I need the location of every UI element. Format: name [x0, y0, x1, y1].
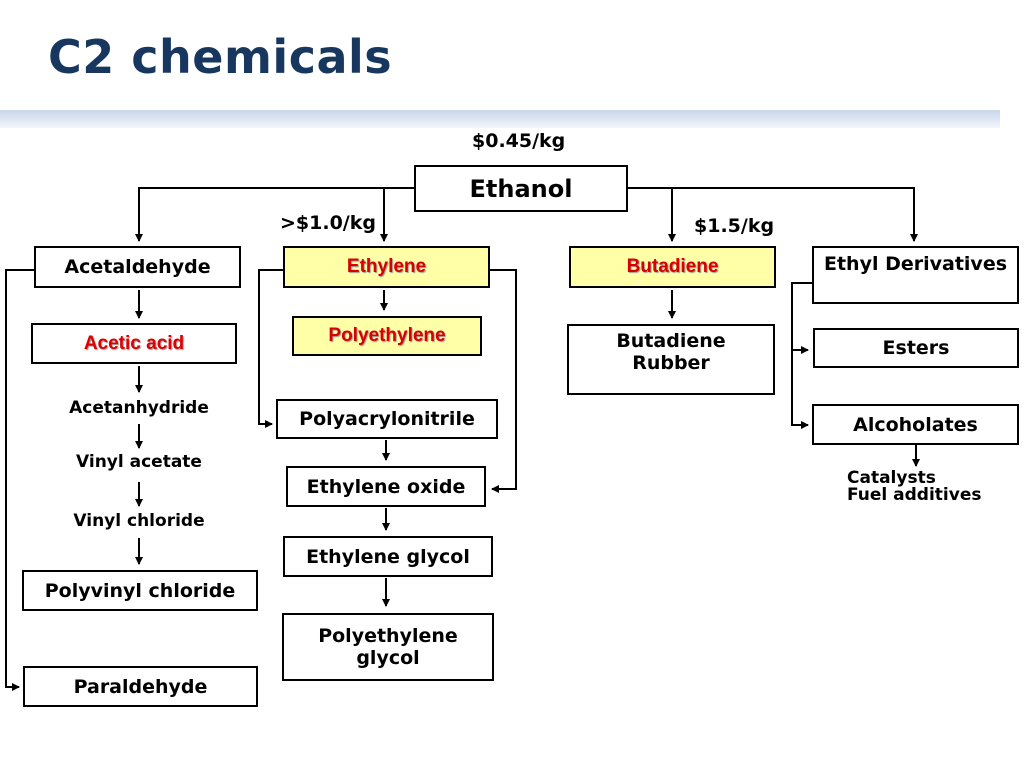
- node-alcoholates: Alcoholates: [812, 404, 1019, 445]
- connector-ethyl-derivatives-alcoholates: [791, 350, 809, 429]
- price-ethanol: $0.45/kg: [472, 130, 566, 152]
- connector-acetaldehyde-paraldehyde: [5, 269, 34, 691]
- node-ethyl-derivatives: Ethyl Derivatives: [812, 246, 1019, 304]
- node-acetic-acid: Acetic acid: [31, 323, 237, 364]
- connector-ethylene-ethylene-oxide: [490, 269, 517, 493]
- node-ethylene-oxide: Ethylene oxide: [286, 466, 486, 507]
- node-fuel-additives: Fuel additives: [847, 485, 982, 505]
- node-ethylene: Ethylene: [283, 246, 490, 288]
- node-polyvinyl-chloride: Polyvinyl chloride: [22, 570, 258, 611]
- connector-ethyl-derivatives-esters: [791, 282, 812, 354]
- node-vinyl-chloride: Vinyl chloride: [73, 511, 205, 531]
- connector-ethanol-acetaldehyde: [135, 187, 414, 242]
- slide-title: C2 chemicals: [48, 30, 393, 84]
- node-polyacrylonitrile: Polyacrylonitrile: [276, 399, 498, 439]
- node-polyethylene: Polyethylene: [292, 316, 482, 356]
- title-underline-band: [0, 110, 1000, 128]
- node-acetaldehyde: Acetaldehyde: [34, 246, 241, 288]
- node-catalysts: Catalysts: [847, 468, 936, 488]
- node-acetanhydride: Acetanhydride: [69, 398, 209, 418]
- node-polyethylene-glycol-line2: glycol: [356, 647, 420, 669]
- connector-ethylene-polyacrylonitrile: [258, 269, 283, 428]
- node-ethylene-glycol: Ethylene glycol: [283, 536, 493, 577]
- node-paraldehyde: Paraldehyde: [23, 666, 258, 707]
- node-butadiene-rubber: Butadiene Rubber: [567, 324, 775, 395]
- node-polyethylene-glycol: Polyethylene glycol: [282, 613, 494, 681]
- node-butadiene-rubber-line2: Rubber: [632, 352, 710, 374]
- node-ethanol: Ethanol: [414, 165, 628, 212]
- node-butadiene: Butadiene: [569, 246, 776, 288]
- node-butadiene-rubber-line1: Butadiene: [616, 330, 726, 352]
- node-vinyl-acetate: Vinyl acetate: [76, 452, 202, 472]
- price-ethylene: >$1.0/kg: [280, 212, 376, 234]
- node-esters: Esters: [813, 328, 1019, 368]
- node-polyethylene-glycol-line1: Polyethylene: [318, 625, 458, 647]
- connector-ethanol-ethyl-derivatives: [627, 187, 918, 242]
- price-butadiene: $1.5/kg: [694, 215, 775, 237]
